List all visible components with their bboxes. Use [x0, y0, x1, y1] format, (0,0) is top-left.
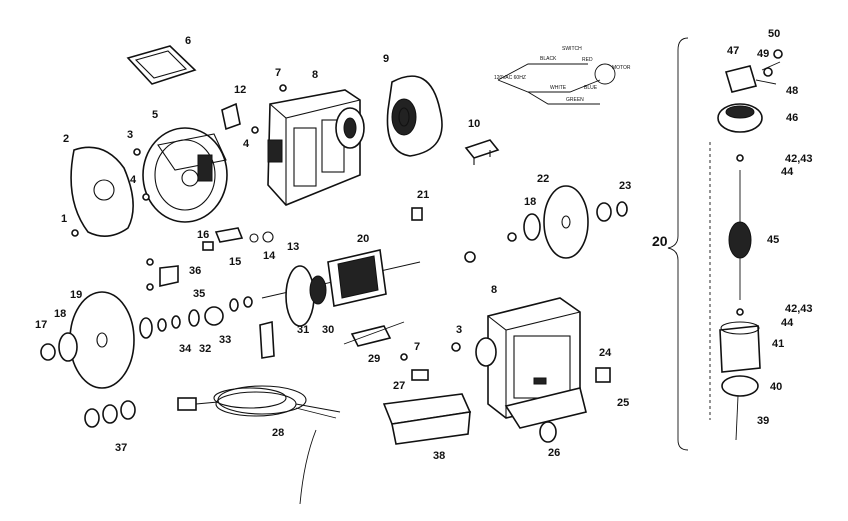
callout-c14: 14 [263, 250, 276, 262]
part-2-wheel-guard [70, 146, 134, 237]
callout-c26: 26 [548, 447, 560, 459]
callout-c4b: 4 [130, 174, 137, 186]
motor-label: MOTOR [612, 65, 631, 71]
callout-c35: 35 [193, 288, 205, 300]
part-22-right-wheel [523, 185, 628, 259]
part-10-bracket [464, 139, 500, 165]
brush-assembly [709, 49, 783, 441]
callout-c42a: 42,43 [785, 153, 813, 165]
part-19-left-wheel [40, 291, 253, 389]
part-28-power-cord [177, 385, 341, 505]
callout-c46: 46 [786, 112, 798, 124]
callout-c19: 19 [70, 289, 82, 301]
callout-c12: 12 [234, 84, 246, 96]
part-29-switch [343, 321, 405, 347]
part-9-right-guard [386, 75, 443, 157]
callout-c23: 23 [619, 180, 631, 192]
callout-c4a: 4 [243, 138, 250, 150]
part-38-tray [382, 393, 472, 445]
callout-c36: 36 [189, 265, 201, 277]
callout-c17: 17 [35, 319, 47, 331]
callout-c24: 24 [599, 347, 612, 359]
fasteners [71, 84, 611, 443]
part-8-motor-frame-top [267, 89, 365, 206]
callout-c44b: 44 [781, 317, 794, 329]
source-label: 120VAC 60HZ [494, 75, 526, 81]
callout-c29: 29 [368, 353, 380, 365]
callout-c18a: 18 [524, 196, 536, 208]
callout-c27: 27 [393, 380, 405, 392]
callout-c21: 21 [417, 189, 429, 201]
part-5-left-housing [142, 127, 228, 223]
callout-c2: 2 [63, 133, 69, 145]
part-20-armature [261, 249, 421, 327]
black-wire-label: BLACK [540, 56, 557, 62]
callout-c8a: 8 [312, 69, 318, 81]
callout-c7a: 7 [275, 67, 281, 79]
callout-c45: 45 [767, 234, 779, 246]
callout-c39: 39 [757, 415, 769, 427]
callout-c22: 22 [537, 173, 549, 185]
white-wire-label: WHITE [550, 85, 567, 91]
red-wire-label: RED [582, 57, 593, 63]
callout-c37: 37 [115, 442, 127, 454]
callout-c10: 10 [468, 118, 480, 130]
callout-c20b: 20 [652, 233, 668, 249]
callout-c3a: 3 [127, 129, 133, 141]
callout-c28: 28 [272, 427, 284, 439]
callout-c31: 31 [297, 324, 309, 336]
part-8-motor-housing [475, 297, 587, 429]
callout-c6: 6 [185, 35, 191, 47]
callout-c18b: 18 [54, 308, 66, 320]
callout-c1: 1 [61, 213, 67, 225]
wiring-schematic: SWITCH BLACK RED MOTOR 120VAC 60HZ WHITE… [494, 46, 631, 105]
callout-c50: 50 [768, 28, 780, 40]
callout-c7b: 7 [414, 341, 420, 353]
callout-c41: 41 [772, 338, 784, 350]
callout-c5: 5 [152, 109, 158, 121]
callout-c42b: 42,43 [785, 303, 813, 315]
part-12-bracket [221, 102, 241, 131]
callout-c15: 15 [229, 256, 241, 268]
green-wire-label: GREEN [566, 97, 584, 103]
callout-c13: 13 [287, 241, 299, 253]
blue-wire-label: BLUE [584, 85, 598, 91]
callout-c20a: 20 [357, 233, 369, 245]
part-37-washers [84, 400, 136, 428]
callout-c33: 33 [219, 334, 231, 346]
part-6-cover-plate [126, 45, 197, 85]
callout-c9: 9 [383, 53, 389, 65]
callout-c25: 25 [617, 397, 629, 409]
group-20-bracket [667, 37, 689, 451]
callout-c49: 49 [757, 48, 769, 60]
callout-c30: 30 [322, 324, 334, 336]
callout-c44a: 44 [781, 166, 794, 178]
callout-c38: 38 [433, 450, 445, 462]
callout-c34: 34 [179, 343, 192, 355]
callout-c48: 48 [786, 85, 798, 97]
callout-c3b: 3 [456, 324, 462, 336]
callout-c47: 47 [727, 45, 739, 57]
callout-c40: 40 [770, 381, 782, 393]
switch-label: SWITCH [562, 46, 582, 52]
callout-c32: 32 [199, 343, 211, 355]
callout-c8b: 8 [491, 284, 497, 296]
callout-c16: 16 [197, 229, 209, 241]
